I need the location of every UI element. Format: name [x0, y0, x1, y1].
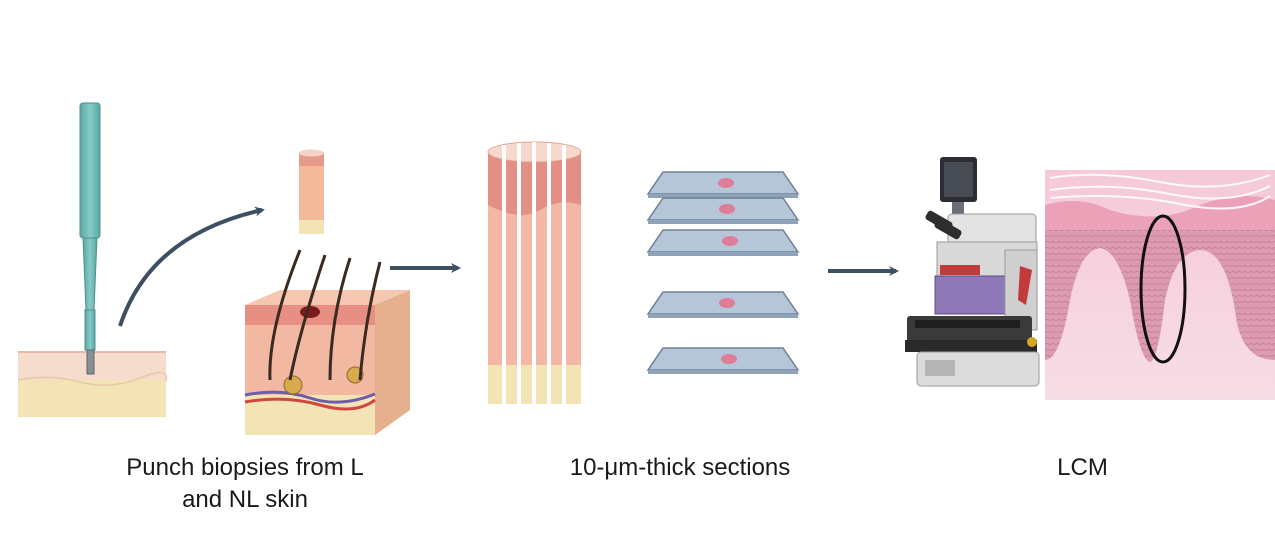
skin-cross-section-icon: [244, 249, 410, 435]
glass-slide-icon: [646, 171, 800, 374]
caption-lcm: LCM: [1010, 452, 1155, 484]
curved-arrow-icon: [118, 206, 265, 327]
caption-punch-biopsies-line1: Punch biopsies from L: [126, 454, 364, 481]
caption-punch-biopsies-line2: and NL skin: [182, 486, 308, 513]
caption-sections-line1: 10-μm-thick sections: [569, 454, 791, 481]
caption-sections: 10-μm-thick sections: [520, 452, 840, 484]
histology-section-icon: [1045, 170, 1275, 400]
caption-punch-biopsies: Punch biopsies from L and NL skin: [85, 452, 405, 516]
tissue-cylinder-icon: [487, 141, 582, 409]
microscope-icon: [905, 157, 1040, 387]
biopsy-core-icon: [299, 149, 324, 234]
caption-lcm-line1: LCM: [1057, 454, 1108, 481]
punch-biopsy-tool-icon: [79, 102, 101, 375]
